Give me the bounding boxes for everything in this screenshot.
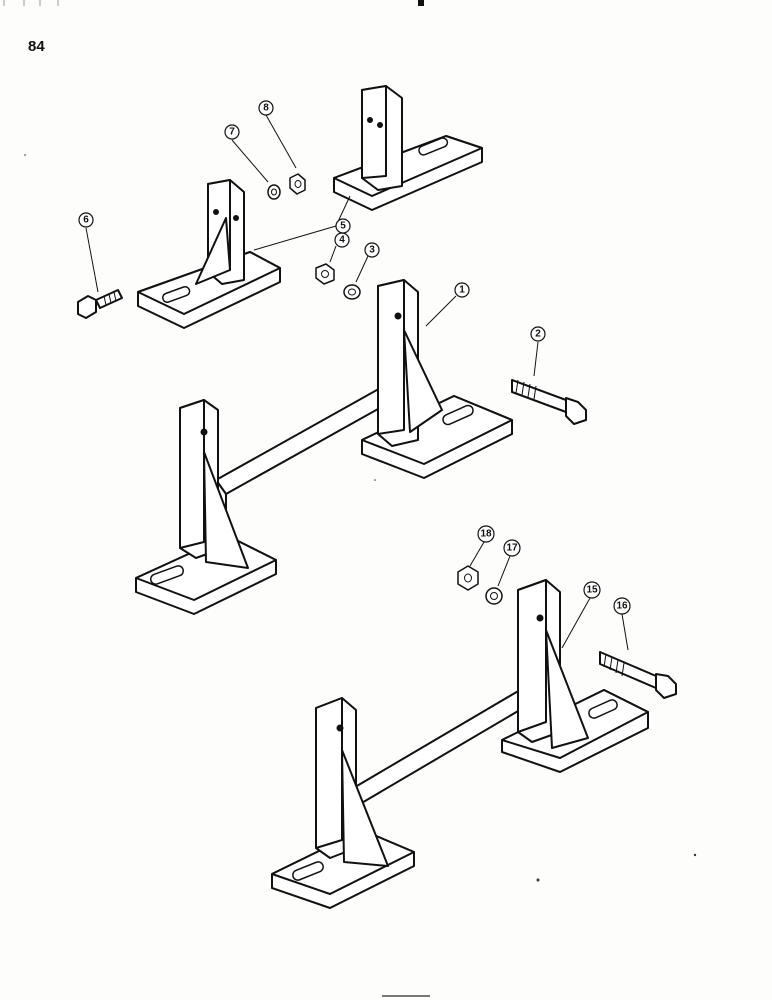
callout-4: 4 [334, 232, 350, 248]
callout-18-label: 18 [480, 529, 492, 540]
callout-3-label: 3 [369, 245, 375, 256]
washer-17 [485, 587, 503, 605]
page-number: 84 [28, 38, 45, 55]
callout-6: 6 [78, 212, 94, 228]
scan-artifacts [3, 0, 697, 997]
callout-2: 2 [530, 326, 546, 342]
callout-6-label: 6 [83, 215, 89, 226]
bolt-16 [599, 651, 677, 699]
callout-17-label: 17 [506, 543, 518, 554]
nut-18 [457, 565, 479, 591]
washer-7 [267, 184, 281, 200]
callout-2-label: 2 [535, 329, 541, 340]
bolt-2 [511, 379, 587, 425]
bracket-plate-right [333, 85, 483, 211]
callout-7: 7 [224, 124, 240, 140]
callout-15: 15 [583, 581, 601, 599]
bracket-plate-left [137, 179, 281, 329]
callout-5: 5 [335, 218, 351, 234]
callout-18: 18 [477, 525, 495, 543]
callout-1-label: 1 [459, 285, 465, 296]
callout-4-label: 4 [339, 235, 345, 246]
leader-lines [85, 114, 629, 651]
nut-8 [289, 173, 306, 195]
stand-assembly-1 [135, 279, 513, 615]
callout-5-label: 5 [340, 221, 346, 232]
stand-assembly-15 [271, 579, 649, 909]
callout-8-label: 8 [263, 103, 269, 114]
callout-16: 16 [613, 597, 631, 615]
callout-16-label: 16 [616, 601, 628, 612]
callout-1: 1 [454, 282, 470, 298]
callout-8: 8 [258, 100, 274, 116]
callout-7-label: 7 [229, 127, 235, 138]
bolt-6 [77, 289, 123, 319]
callout-17: 17 [503, 539, 521, 557]
washer-3 [343, 284, 361, 300]
nut-4 [315, 263, 335, 285]
callout-3: 3 [364, 242, 380, 258]
callout-15-label: 15 [586, 585, 598, 596]
